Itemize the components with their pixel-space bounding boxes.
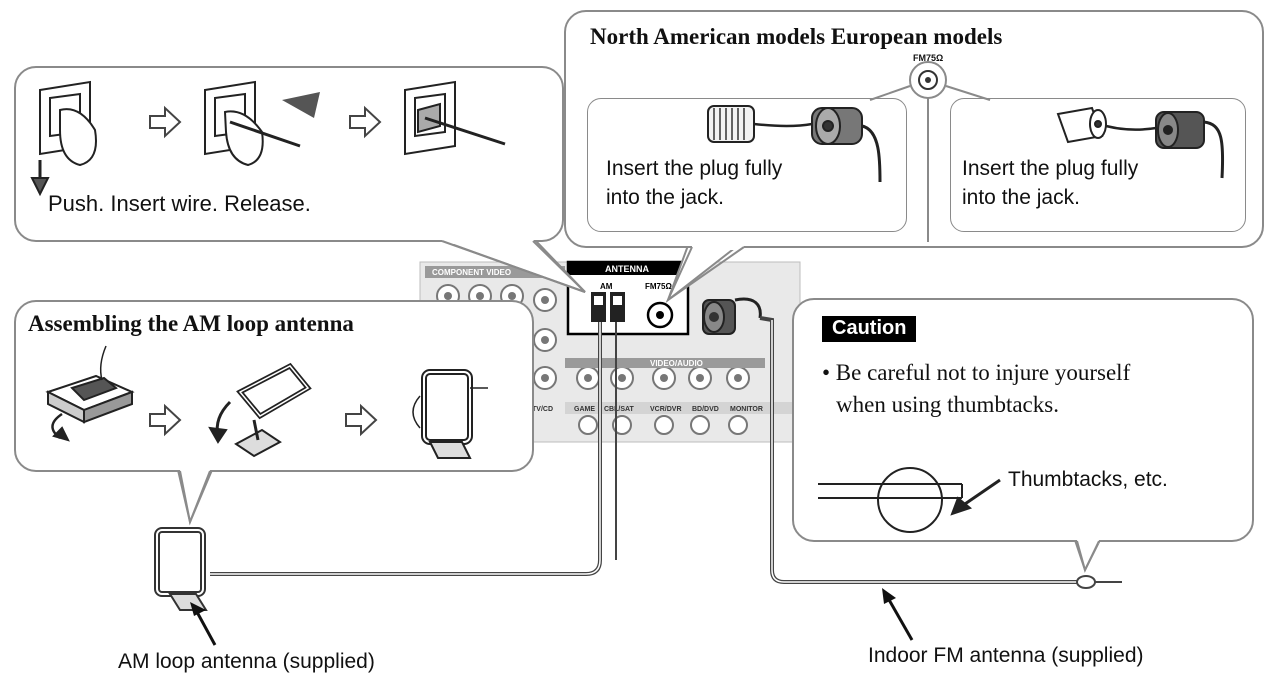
eu-caption-line2: into the jack.: [962, 186, 1080, 209]
thumbtack-illustration: [818, 467, 1001, 533]
wire-panel-caption: Push. Insert wire. Release.: [48, 191, 311, 216]
thumbtack-label: Thumbtacks, etc.: [1008, 468, 1168, 491]
input-label-5: MONITOR: [730, 406, 763, 413]
input-label-3: VCR/DVR: [650, 406, 682, 413]
wire-step-release: [404, 80, 506, 156]
am-antenna-label: AM loop antenna (supplied): [118, 650, 375, 673]
am-panel-heading: Assembling the AM loop antenna: [28, 311, 354, 336]
video-audio-label: VIDEO/AUDIO: [650, 359, 703, 368]
eu-caption-line1: Insert the plug fully: [962, 157, 1139, 180]
wire-step-insert: [204, 80, 320, 167]
fm-jack-label: FM75Ω: [913, 53, 944, 63]
wire-step-push: [30, 80, 97, 197]
na-fm-plug: [707, 105, 882, 183]
step-arrow-1: [149, 105, 182, 139]
fm-terminal-label: FM75Ω: [645, 282, 672, 291]
input-label-0: TV/CD: [532, 406, 553, 413]
caution-badge: Caution: [822, 316, 917, 342]
fm-antenna-label: Indoor FM antenna (supplied): [868, 644, 1144, 667]
am-terminal-label: AM: [600, 282, 613, 291]
step-arrow-2: [349, 105, 382, 139]
fm-jack-callout: [869, 61, 991, 242]
am-step-arrow-2: [345, 403, 378, 437]
na-caption-line1: Insert the plug fully: [606, 157, 783, 180]
am-step-arrow-1: [149, 403, 182, 437]
wire-insert-panel: [14, 66, 564, 242]
na-caption-line2: into the jack.: [606, 186, 724, 209]
input-label-1: GAME: [574, 406, 595, 413]
am-assembly-step-3: [412, 369, 488, 459]
input-label-2: CBL/SAT: [604, 406, 635, 413]
antenna-header: ANTENNA: [605, 264, 649, 274]
fm-panel-heading: North American models European models: [590, 24, 1003, 49]
caution-bullet-line1: • Be careful not to injure yourself: [822, 360, 1131, 385]
eu-fm-plug: [1056, 106, 1225, 179]
input-label-4: BD/DVD: [692, 406, 719, 413]
am-assembly-step-1: [45, 345, 135, 442]
am-assembly-step-2: [208, 362, 312, 458]
caution-bullet-line2: when using thumbtacks.: [836, 392, 1059, 417]
